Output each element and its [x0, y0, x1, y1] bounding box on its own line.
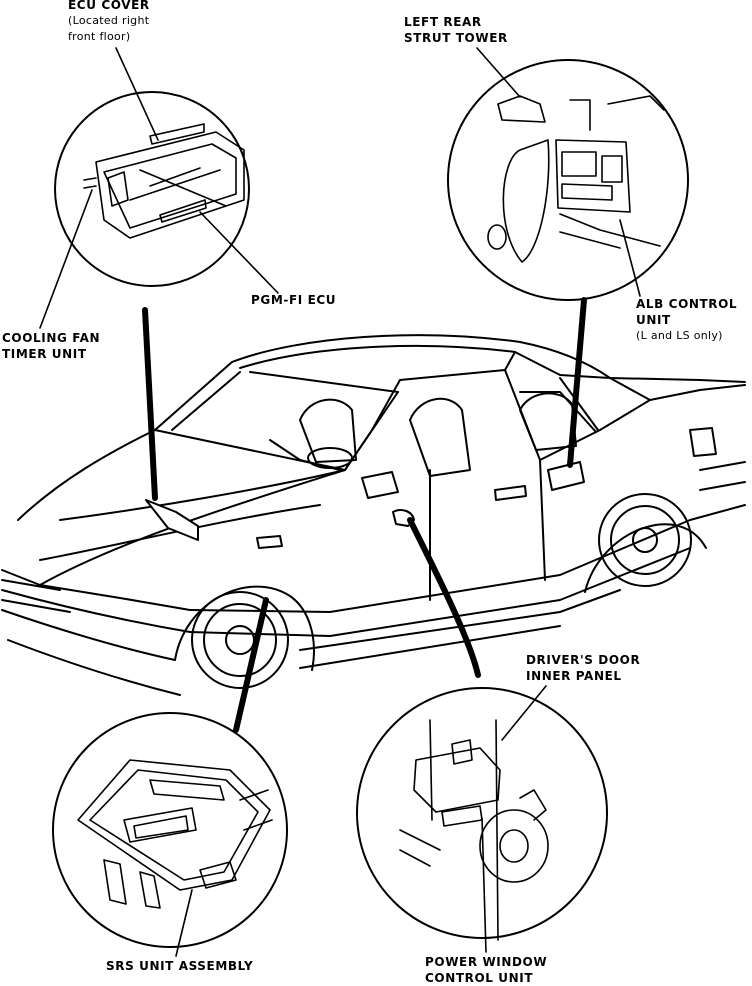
label-power-window-control-unit: POWER WINDOW CONTROL UNIT [425, 954, 547, 986]
label-alb-control-unit: ALB CONTROL UNIT (L and LS only) [636, 296, 737, 344]
label-drivers-door-inner-panel-line2: INNER PANEL [526, 669, 622, 683]
label-power-window-control-unit-line2: CONTROL UNIT [425, 971, 534, 985]
srs-detail-circle [52, 712, 288, 948]
callout-stems [142, 297, 587, 733]
label-cooling-fan-timer-unit: COOLING FAN TIMER UNIT [2, 330, 100, 362]
label-alb-control-unit-line2: UNIT [636, 313, 671, 327]
label-pgm-fi-ecu: PGM-FI ECU [251, 292, 336, 308]
label-power-window-control-unit-line1: POWER WINDOW [425, 955, 548, 969]
leader-lines [39, 47, 641, 957]
label-ecu-cover-title: ECU COVER [68, 0, 150, 12]
ecu-detail-circle [54, 91, 250, 287]
label-left-rear-strut-tower-line1: LEFT REAR [404, 15, 482, 29]
label-cooling-fan-timer-unit-line1: COOLING FAN [2, 331, 101, 345]
label-srs-unit-assembly: SRS UNIT ASSEMBLY [106, 958, 253, 974]
label-left-rear-strut-tower-line2: STRUT TOWER [404, 31, 508, 45]
car-illustration [1, 334, 746, 696]
label-srs-unit-assembly-text: SRS UNIT ASSEMBLY [106, 959, 254, 973]
alb-detail-circle [447, 59, 689, 301]
label-alb-control-unit-line3: (L and LS only) [636, 329, 723, 342]
label-drivers-door-inner-panel: DRIVER'S DOOR INNER PANEL [526, 652, 640, 684]
label-ecu-cover-line3: front floor) [68, 30, 131, 43]
label-pgm-fi-ecu-text: PGM-FI ECU [251, 293, 337, 307]
label-left-rear-strut-tower: LEFT REAR STRUT TOWER [404, 14, 508, 46]
label-ecu-cover-line2: (Located right [68, 14, 150, 27]
door-detail-circle [356, 687, 608, 941]
label-alb-control-unit-line1: ALB CONTROL [636, 297, 738, 311]
label-ecu-cover: ECU COVER (Located right front floor) [68, 0, 150, 45]
label-cooling-fan-timer-unit-line2: TIMER UNIT [2, 347, 87, 361]
label-drivers-door-inner-panel-line1: DRIVER'S DOOR [526, 653, 641, 667]
